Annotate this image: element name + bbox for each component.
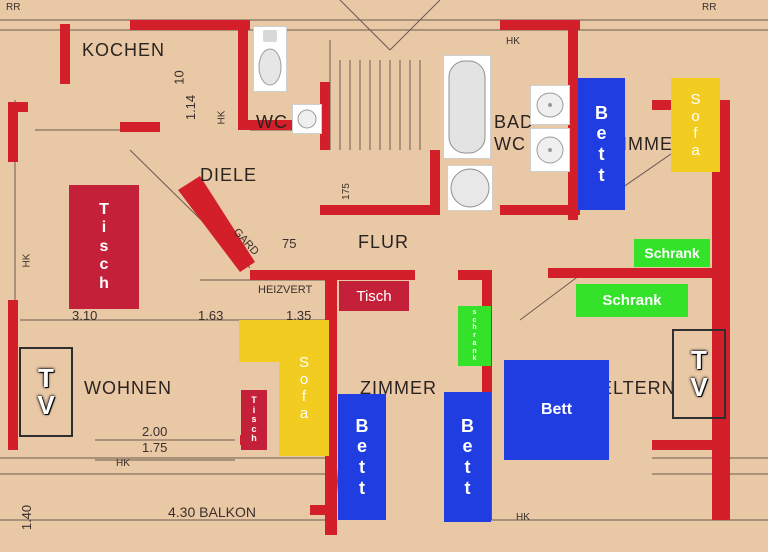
- dim-rr-1: RR: [6, 2, 21, 13]
- tisch-tiny-char: h: [251, 433, 257, 444]
- tisch-tiny-char: T: [251, 395, 257, 406]
- schrank-vert-char: a: [472, 339, 477, 347]
- tisch-large-char: h: [99, 274, 109, 292]
- sofa-wohnen-char: o: [299, 370, 309, 388]
- dim-175: 175: [340, 183, 352, 200]
- schrank-vert-char: s: [472, 309, 477, 317]
- tv-right-char: T: [691, 344, 707, 375]
- tisch-tiny-char: i: [252, 404, 256, 415]
- label-eltern: ELTERN: [600, 378, 676, 398]
- label-kochen: KOCHEN: [82, 40, 166, 60]
- label-heizvert: HEIZVERT: [258, 284, 313, 296]
- schrank-2[interactable]: Schrank: [576, 284, 688, 317]
- bett-mid-right-char: t: [464, 477, 471, 498]
- sofa-top-char: o: [691, 107, 700, 125]
- tv-right-char: V: [690, 372, 708, 402]
- toilet-icon: [253, 26, 287, 92]
- bett-mid-left-char: B: [355, 415, 369, 436]
- bett-top-char: t: [598, 144, 605, 164]
- dim-hk-3: HK: [506, 36, 520, 47]
- sink-icon-bad-1: [530, 85, 570, 125]
- dim-hk-1: HK: [216, 110, 228, 125]
- bett-top-char: B: [595, 102, 608, 123]
- bett-mid-left-char: t: [359, 477, 365, 498]
- sofa-wohnen-char: S: [298, 353, 309, 371]
- tv-left-char: V: [37, 390, 55, 420]
- dim-hk-2: HK: [116, 458, 130, 469]
- tisch-large-char: i: [101, 219, 107, 237]
- dim-3-10: 3.10: [72, 308, 98, 323]
- tisch-large-char: s: [99, 237, 109, 255]
- tisch-large[interactable]: T i s c h: [69, 185, 139, 309]
- schrank-1[interactable]: Schrank: [634, 239, 710, 267]
- bett-mid-left-char: t: [359, 457, 365, 477]
- bett-mid-right-char: e: [462, 436, 473, 457]
- toilet-shape: [258, 30, 282, 86]
- sofa-wohnen-char: f: [301, 388, 307, 405]
- dim-10: 10: [171, 70, 187, 85]
- tisch-large-char: c: [99, 256, 109, 274]
- sofa-top-char: S: [690, 90, 701, 108]
- dim-1-14: 1.14: [183, 94, 199, 121]
- sink-icon-wc: [292, 104, 322, 134]
- bett-mid-left-char: e: [356, 436, 367, 457]
- schrank-vertical[interactable]: s c h r a n k: [458, 306, 491, 366]
- tisch-tiny-char: s: [251, 414, 257, 425]
- sink-shape-wc: [297, 109, 317, 129]
- tisch-small[interactable]: Tisch: [339, 281, 409, 311]
- label-zimmer-top: ZIMMER: [610, 134, 687, 154]
- tisch-large-char: T: [99, 201, 109, 219]
- schrank-vert-char: h: [472, 324, 477, 332]
- bett-top-char: t: [598, 164, 605, 185]
- schrank-vert-char: n: [472, 347, 477, 355]
- label-zimmer-mid: ZIMMER: [360, 378, 437, 398]
- bett-top-char: e: [596, 123, 607, 144]
- dim-1-75: 1.75: [142, 440, 168, 455]
- sink-shape-bad-1: [536, 92, 564, 118]
- label-balkon: 4.30 BALKON: [168, 504, 256, 520]
- bett-mid-right-char: B: [461, 415, 474, 436]
- tv-left-char: T: [38, 362, 54, 393]
- sofa-wohnen[interactable]: S o f a: [279, 320, 329, 456]
- bett-top[interactable]: B e t t: [578, 78, 625, 210]
- dim-hk-5: HK: [21, 253, 33, 268]
- sofa-top-char: f: [693, 125, 698, 142]
- dim-2-00: 2.00: [142, 424, 168, 439]
- tv-right[interactable]: T V: [672, 329, 726, 419]
- schrank-vert-char: r: [473, 332, 476, 340]
- dim-1-40: 1.40: [19, 504, 35, 531]
- dim-1-63: 1.63: [198, 308, 224, 323]
- shower-icon: [447, 165, 493, 211]
- bathtub-icon: [443, 55, 491, 159]
- schrank-vert-char: k: [472, 355, 477, 363]
- schrank-vert-char: c: [472, 316, 477, 324]
- tisch-tiny[interactable]: T i s c h: [241, 390, 267, 450]
- dim-75: 75: [282, 236, 297, 251]
- sink-icon-bad-2: [530, 128, 570, 172]
- dim-rr-2: RR: [702, 2, 717, 13]
- bett-mid-right[interactable]: B e t t: [444, 392, 491, 522]
- shower-shape: [450, 168, 490, 208]
- sofa-top[interactable]: S o f a: [671, 78, 720, 172]
- label-wc-right: WC: [494, 134, 526, 154]
- sofa-wohnen-char: a: [299, 405, 309, 423]
- dim-hk-4: HK: [516, 512, 530, 523]
- bett-eltern[interactable]: Bett: [504, 360, 609, 460]
- label-flur: FLUR: [358, 232, 410, 252]
- tv-left[interactable]: T V: [19, 347, 73, 437]
- sofa-top-char: a: [691, 142, 700, 160]
- tisch-tiny-char: c: [251, 423, 257, 434]
- bett-mid-right-char: t: [464, 457, 471, 477]
- sink-shape-bad-2: [536, 136, 564, 164]
- bathtub-shape: [448, 60, 486, 154]
- label-bad: BAD: [494, 112, 535, 132]
- label-diele: DIELE: [200, 165, 258, 185]
- dim-1-35: 1.35: [286, 308, 312, 323]
- label-wohnen: WOHNEN: [84, 378, 172, 398]
- label-wc-left: WC: [256, 112, 288, 132]
- bett-mid-left[interactable]: B e t t: [338, 394, 386, 520]
